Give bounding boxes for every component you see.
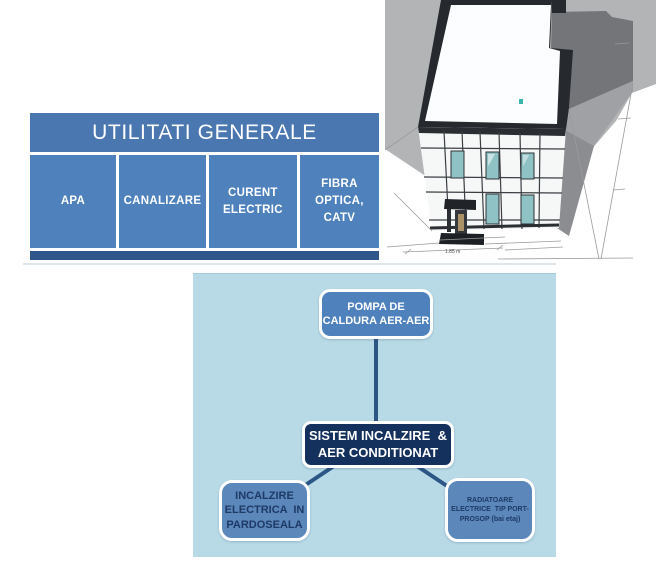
building-shadow — [551, 11, 633, 236]
node-radiatoare-electrice: RADIATOARE ELECTRICE TIP PORT- PROSOP (b… — [445, 478, 535, 542]
table-cell-fibra-optica: FIBRA OPTICA, CATV — [299, 155, 379, 248]
windows — [450, 150, 535, 225]
utilities-table-footer-bar — [30, 251, 379, 260]
node-sistem-incalzire: SISTEM INCALZIRE & AER CONDITIONAT — [302, 421, 454, 468]
facade-mullions — [420, 130, 566, 231]
dimension-label: 1.85 m — [445, 249, 460, 255]
node-pompa-de-caldura: POMPA DE CALDURA AER-AER — [319, 289, 433, 339]
utilities-table: UTILITATI GENERALE APA CANALIZARE CURENT… — [30, 113, 379, 260]
roof-deck — [425, 5, 560, 124]
divider-line — [23, 263, 556, 265]
facade — [418, 127, 566, 231]
hvac-diagram-panel: POMPA DE CALDURA AER-AER SISTEM INCALZIR… — [193, 273, 556, 557]
dimension-lines — [385, 42, 634, 260]
window-highlight — [523, 155, 529, 166]
table-cell-curent-electric: CURENT ELECTRIC — [208, 155, 297, 248]
node-incalzire-pardoseala: INCALZIRE ELECTRICA IN PARDOSEALA — [219, 480, 310, 541]
utilities-table-title: UTILITATI GENERALE — [30, 113, 379, 152]
table-cell-canalizare: CANALIZARE — [118, 155, 206, 248]
table-cell-apa: APA — [30, 155, 116, 248]
roof-marker — [519, 99, 523, 104]
building-render: 1.85 m — [385, 0, 656, 260]
window-highlight — [488, 154, 495, 166]
